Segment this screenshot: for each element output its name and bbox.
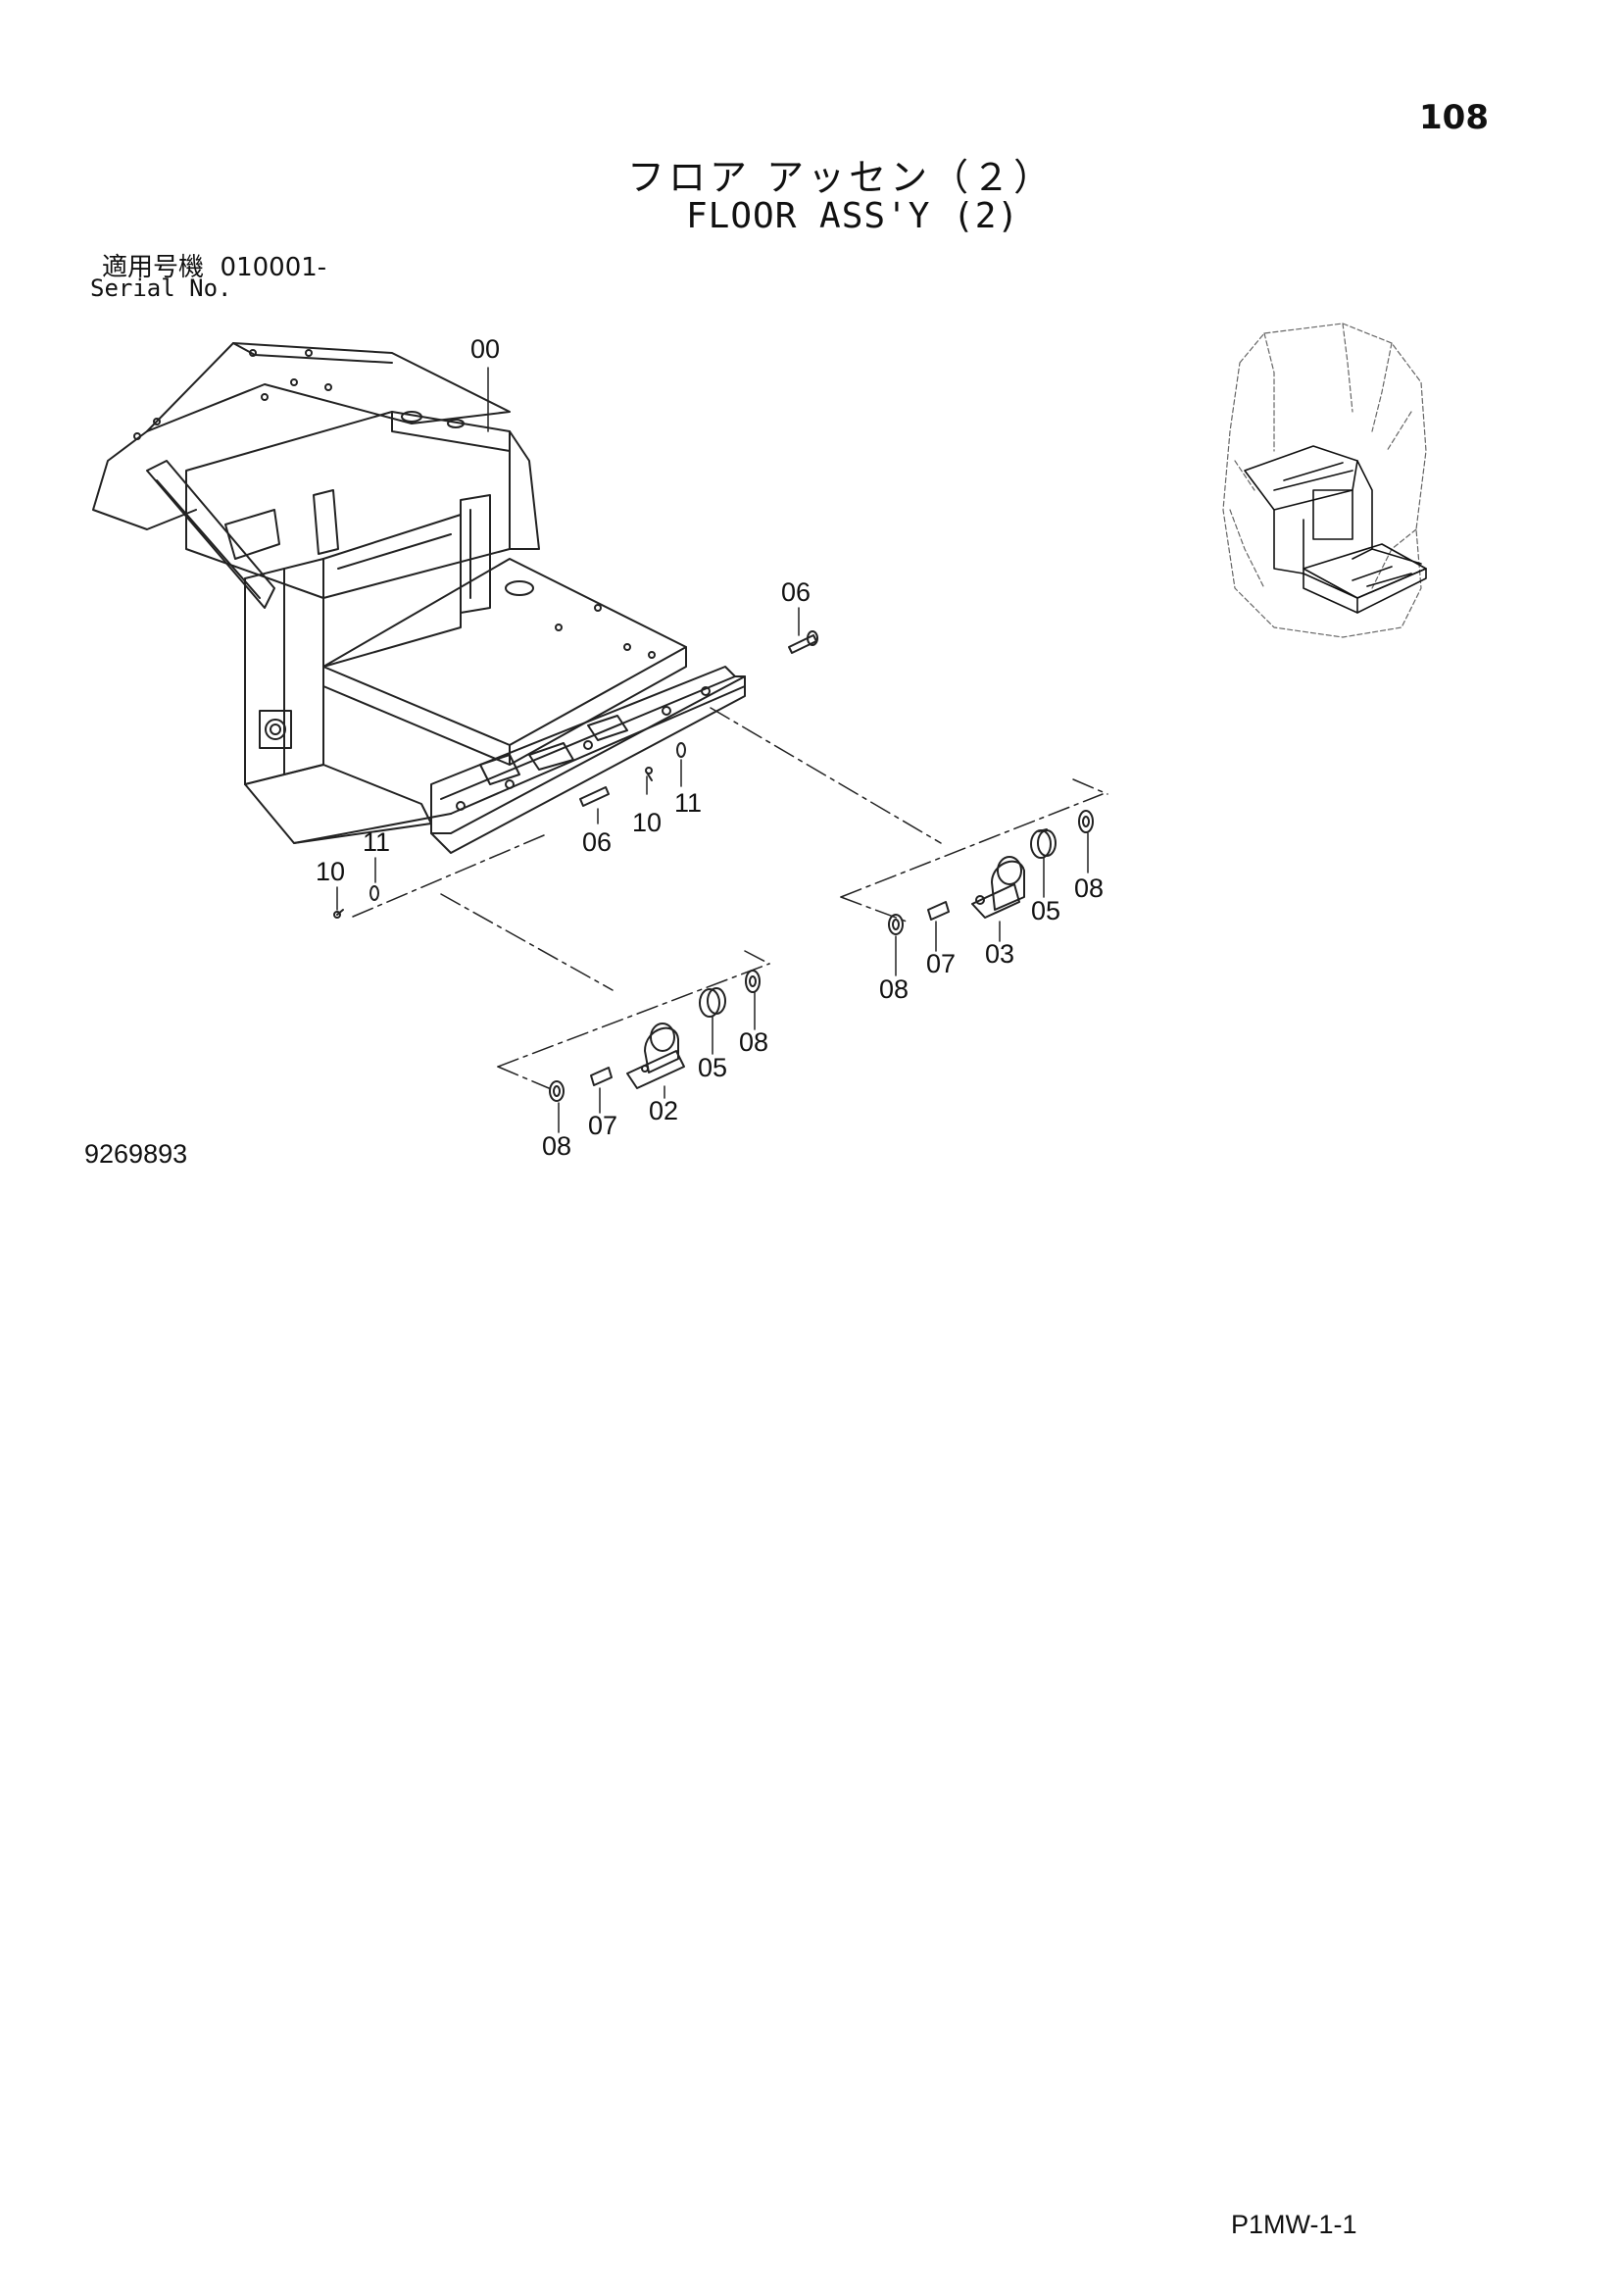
callout-labels: 00 06 06 10 11 10 11 08 05 03 07 08 08 0…	[316, 334, 1104, 1161]
callout-03: 03	[985, 939, 1014, 969]
callout-02: 02	[649, 1096, 678, 1125]
callout-10-mid: 10	[632, 808, 662, 837]
callout-06-upper: 06	[781, 577, 811, 607]
callout-08-upper-right: 08	[1074, 873, 1104, 903]
page-title-en: FLOOR ASS'Y (2)	[686, 196, 1020, 236]
leader-lines	[336, 367, 1089, 1133]
callout-00: 00	[470, 334, 500, 364]
callout-05-lower: 05	[698, 1053, 727, 1082]
floor-frame-drawing	[92, 342, 746, 854]
serial-label-en: Serial No.	[90, 275, 232, 302]
callout-08-upper-left: 08	[879, 974, 909, 1004]
callout-11-mid: 11	[674, 788, 702, 818]
page-number: 108	[1419, 98, 1489, 137]
page-code: P1MW-1-1	[1231, 2210, 1357, 2239]
callout-11-left: 11	[363, 827, 390, 857]
callout-08-lower-left: 08	[542, 1131, 571, 1161]
frame-hardware	[333, 630, 818, 919]
serial-label-jp-text: 適用号機	[102, 253, 205, 282]
mount-group-lower	[549, 970, 761, 1102]
callout-07-lower: 07	[588, 1111, 617, 1140]
mount-group-upper	[888, 810, 1094, 935]
callout-06-lower: 06	[582, 827, 612, 857]
callout-05-upper: 05	[1031, 896, 1060, 925]
callout-10-left: 10	[316, 857, 345, 886]
serial-label-jp: 適用号機 010001-	[102, 247, 326, 283]
centerlines	[352, 707, 1108, 1089]
callout-07-upper: 07	[926, 949, 956, 978]
serial-value: 010001-	[220, 253, 327, 282]
callout-08-lower-right: 08	[739, 1027, 768, 1057]
locator-thumbnail	[1222, 323, 1427, 638]
page-title-jp: フロア アッセン（２）	[627, 156, 1056, 199]
drawing-number: 9269893	[84, 1139, 188, 1169]
